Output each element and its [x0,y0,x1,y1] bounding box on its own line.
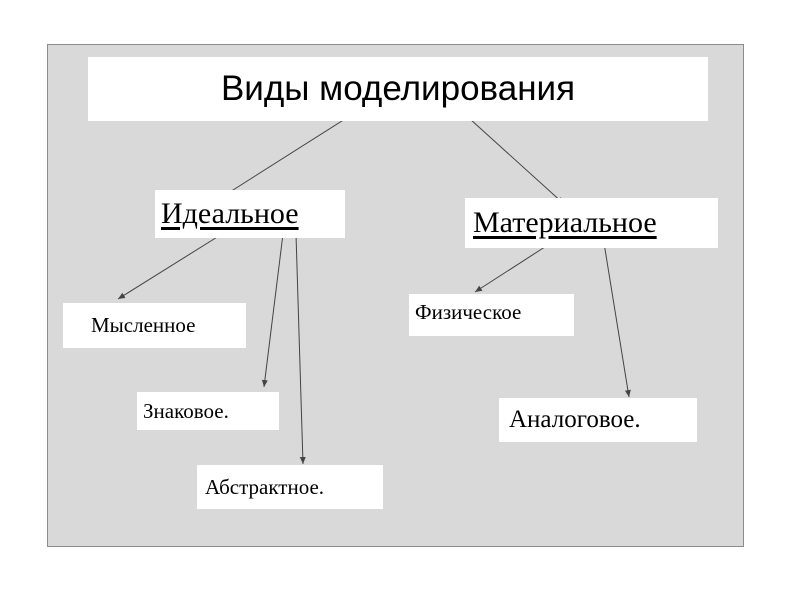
arrow-material-to-analog [603,242,631,398]
node-material: Материальное [465,198,718,248]
diagram-title: Виды моделирования [88,57,708,121]
slide-background [47,44,744,547]
node-physical-text: Физическое [415,300,522,324]
node-abstract: Абстрактное. [197,465,383,509]
arrow-ideal-to-abstract [295,233,306,465]
node-mental-text: Мысленное [91,313,196,337]
node-material-text: Материальное [473,206,657,239]
arrow-ideal-to-mental [117,233,223,300]
node-mental: Мысленное [63,303,246,348]
arrow-title-to-material [469,118,565,205]
node-abstract-text: Абстрактное. [205,474,325,499]
node-analog-text: Аналоговое. [509,406,641,433]
node-sign: Знаковое. [137,392,279,430]
node-ideal: Идеальное [155,190,345,238]
node-sign-text: Знаковое. [143,398,229,423]
node-physical: Физическое [409,294,574,336]
arrow-material-to-physical [474,242,552,293]
node-analog: Аналоговое. [499,398,697,442]
node-ideal-text: Идеальное [161,197,299,230]
diagram-title-text: Виды моделирования [220,69,576,108]
arrow-title-to-ideal [221,118,346,198]
arrow-ideal-to-sign [261,233,284,388]
